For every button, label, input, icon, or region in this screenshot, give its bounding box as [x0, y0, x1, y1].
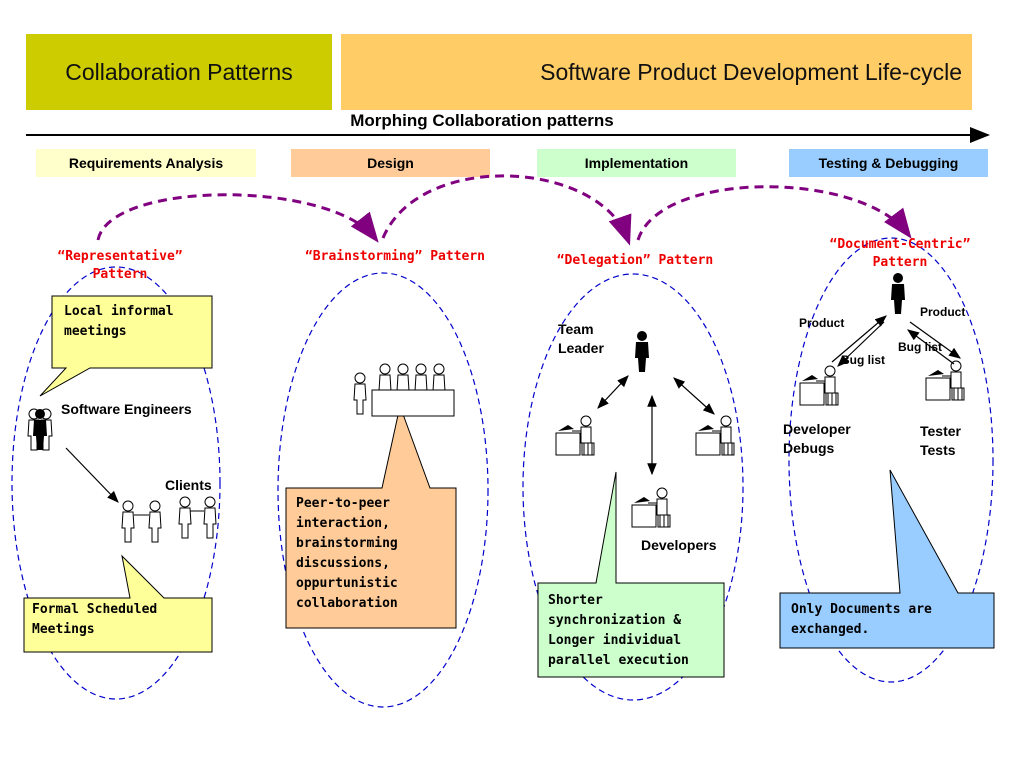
phase-implementation: Implementation — [537, 149, 736, 177]
header-collaboration-patterns: Collaboration Patterns — [26, 34, 332, 110]
callout-delegation: Shorter synchronization & Longer individ… — [548, 593, 689, 668]
product-label: Product — [799, 316, 845, 330]
clients-icon — [121, 496, 217, 543]
callout-delegation-shape — [537, 471, 725, 678]
pattern-ellipse — [11, 266, 221, 700]
product-arrow — [831, 315, 887, 363]
bug-list-arrow — [837, 321, 885, 367]
header-right-title: Software Product Development Life-cycle — [540, 58, 962, 85]
bug-list-arrow — [907, 329, 955, 365]
team-leader-icon — [635, 331, 649, 372]
pattern-title-brainstorming: “Brainstorming” Pattern — [304, 249, 485, 264]
developer-icon — [631, 487, 671, 528]
phase-testing-debugging: Testing & Debugging — [789, 149, 988, 177]
developer-icon — [695, 415, 735, 456]
pattern-title-delegation: “Delegation” Pattern — [556, 253, 714, 268]
header-left-title: Collaboration Patterns — [65, 58, 293, 85]
pattern-title-representative: “Representative” Pattern — [57, 249, 183, 282]
tester-tests-label: Tester Tests — [920, 423, 961, 458]
pattern-ellipse — [522, 273, 744, 701]
callout-local-meetings-shape — [39, 295, 213, 397]
developer-icon — [555, 415, 595, 456]
morph-arc — [636, 185, 912, 241]
callout-document-shape — [779, 469, 995, 649]
pattern-ellipse — [788, 237, 994, 683]
callout-formal-meetings-shape — [23, 554, 213, 653]
phase-label: Design — [367, 155, 414, 171]
phase-requirements-analysis: Requirements Analysis — [36, 149, 256, 177]
software-engineers-icon — [27, 408, 53, 451]
timeline-label: Morphing Collaboration patterns — [350, 111, 614, 130]
engineers-to-clients-arrow — [65, 447, 119, 503]
morph-arc — [96, 193, 379, 243]
tester-icon — [925, 360, 965, 401]
morph-arc — [381, 174, 632, 246]
developers-label: Developers — [641, 537, 717, 553]
developer-debug-icon — [799, 365, 839, 406]
delegation-arrow — [597, 375, 629, 409]
software-engineers-label: Software Engineers — [61, 401, 192, 417]
tester-lead-icon — [891, 273, 905, 314]
bug-list-label: Bug list — [898, 340, 942, 354]
developer-debugs-label: Developer Debugs — [783, 421, 851, 456]
pattern-title-document-centric: “Document-Centric” Pattern — [829, 237, 971, 270]
header-life-cycle: Software Product Development Life-cycle — [341, 34, 972, 110]
delegation-arrow — [673, 377, 715, 415]
phase-design: Design — [291, 149, 490, 177]
bug-list-label: Bug list — [841, 353, 885, 367]
product-arrow — [909, 321, 961, 359]
team-leader-label: Team Leader — [558, 321, 604, 356]
callout-brainstorming-shape — [285, 404, 457, 629]
callout-brainstorming: Peer-to-peer interaction, brainstorming … — [296, 496, 398, 611]
product-label: Product — [920, 305, 966, 319]
brainstorming-group-icon — [353, 363, 455, 417]
callout-local-meetings: Local informal meetings — [64, 304, 174, 339]
phase-label: Testing & Debugging — [818, 155, 959, 171]
phase-label: Requirements Analysis — [68, 155, 224, 171]
callout-formal-meetings: Formal Scheduled Meetings — [32, 602, 158, 637]
pattern-ellipse — [277, 272, 489, 708]
clients-label: Clients — [165, 477, 212, 493]
phase-label: Implementation — [584, 155, 689, 171]
callout-document-centric: Only Documents are exchanged. — [791, 602, 932, 637]
